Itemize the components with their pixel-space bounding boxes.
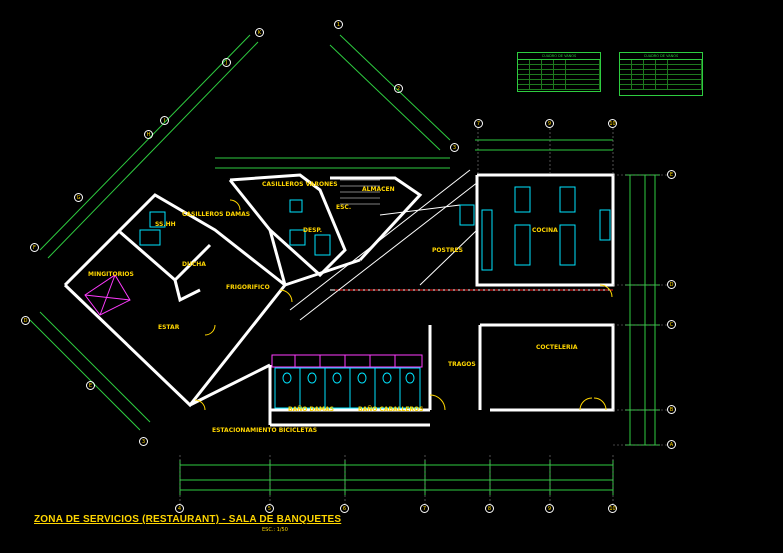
magenta-details [84,274,423,368]
room-label-estacionamiento: ESTACIONAMIENTO BICICLETAS [212,427,318,434]
room-label-estar: ESTAR [158,324,180,331]
room-label-postres: POSTRES [432,247,463,254]
grid-bubble-F: F [30,243,39,252]
grid-bubble-5: 5 [265,504,274,513]
room-label-bano-caballeros: BAÑO CABALLEROS [358,406,424,413]
room-label-almacen: ALMACEN [362,186,395,193]
room-label-cocteleria: COCTELERIA [536,344,578,351]
grid-bubble-7: 7 [420,504,429,513]
grid-bubble-D-diag: D [21,316,30,325]
grid-bubble-diag-3: 3 [450,143,459,152]
grid-bubble-top-9: 9 [545,119,554,128]
drawing-title: ZONA DE SERVICIOS (RESTAURANT) - SALA DE… [34,514,342,525]
room-label-esc: ESC. [336,204,352,211]
room-label-bano-damas: BAÑO DAMAS [288,406,334,413]
grid-bubble-B: B [667,405,676,414]
grid-bubble-G: G [74,193,83,202]
room-label-mingitorios: MINGITORIOS [88,271,134,278]
diagonal-wing-walls [63,173,423,408]
grid-bubble-diag-1: 1 [334,20,343,29]
grid-bubble-4: 4 [175,504,184,513]
room-label-desp: DESP. [303,227,322,234]
grid-bubble-diag-bottom-3: 3 [139,437,148,446]
grid-axes [179,128,668,505]
room-label-casilleros-varones: CASILLEROS VARONES [262,181,338,188]
grid-bubble-I: I [160,116,169,125]
fixtures [139,186,611,409]
grid-bubble-D: D [667,280,676,289]
stair [340,179,380,205]
grid-bubble-A: A [667,440,676,449]
room-label-cocina: COCINA [532,227,558,234]
dimension-lines [29,34,656,491]
grid-bubble-top-10: 10 [608,119,617,128]
legend-table-windows: CUADRO DE VANOS [619,52,703,96]
right-block-walls [268,173,615,427]
legend-header: CUADRO DE VANOS [620,53,702,60]
room-label-casilleros-damas: CASILLEROS DAMAS [182,211,251,218]
grid-bubble-top-7: 7 [474,119,483,128]
drawing-scale: ESC.: 1/50 [262,527,288,533]
grid-bubble-H: H [144,130,153,139]
grid-bubble-E: E [667,170,676,179]
grid-bubble-C: C [667,320,676,329]
room-label-ss: SS.HH [155,221,176,228]
grid-bubble-K: K [255,28,264,37]
grid-bubble-diag-2: 2 [394,84,403,93]
grid-bubble-E-diag: E [86,381,95,390]
grid-bubble-J: J [222,58,231,67]
room-label-frigorifico: FRIGORIFICO [226,284,270,291]
legend-table-doors: CUADRO DE VANOS [517,52,601,92]
grid-bubble-9: 9 [545,504,554,513]
room-label-ducha: DUCHA [182,261,206,268]
grid-bubble-6: 6 [340,504,349,513]
legend-header: CUADRO DE VANOS [518,53,600,60]
doors [194,199,613,411]
dimension-ticks [179,174,660,495]
corridor-lines [289,169,613,321]
grid-bubble-8: 8 [485,504,494,513]
grid-bubble-10: 10 [608,504,617,513]
room-label-trago: TRAGOS [448,361,476,368]
